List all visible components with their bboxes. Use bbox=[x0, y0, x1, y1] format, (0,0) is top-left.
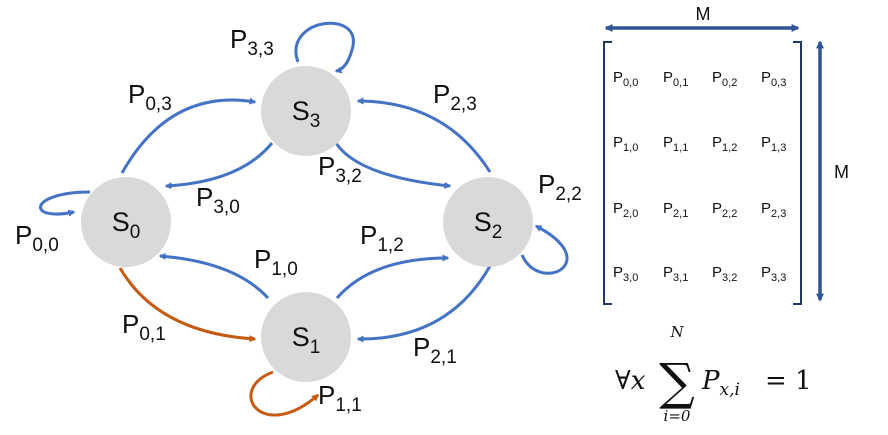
matrix-cell: P2,2 bbox=[712, 200, 737, 220]
label-p03: P0,3 bbox=[128, 79, 172, 115]
normalization-formula: ∀x N ∑ i=0 Px,i = 1 bbox=[615, 323, 812, 425]
state-label-s1: S1 bbox=[292, 322, 321, 358]
self-loop-s1 bbox=[249, 370, 320, 417]
self-loop-s0 bbox=[39, 190, 91, 217]
label-p10: P1,0 bbox=[254, 244, 298, 280]
formula-term: Px,i bbox=[701, 366, 740, 400]
formula-sigma: ∑ bbox=[659, 353, 695, 411]
state-label-s0: S0 bbox=[112, 207, 141, 243]
matrix-cell: P2,3 bbox=[761, 200, 786, 220]
formula-upper-limit: N bbox=[669, 323, 684, 341]
state-nodes: S3 S0 S2 S1 bbox=[81, 66, 533, 382]
edge-s0-to-s3 bbox=[120, 97, 257, 174]
label-p33: P3,3 bbox=[230, 24, 274, 60]
label-p00: P0,0 bbox=[15, 220, 59, 256]
matrix-left-bracket bbox=[603, 41, 612, 305]
edge-s3-to-s0 bbox=[164, 142, 274, 190]
matrix-cell: P3,1 bbox=[663, 264, 688, 284]
state-node-s3 bbox=[261, 66, 351, 156]
edge-s0-to-s1 bbox=[118, 267, 257, 343]
label-p32: P3,2 bbox=[318, 151, 362, 187]
label-p22: P2,2 bbox=[538, 169, 582, 205]
formula-lower-limit: i=0 bbox=[664, 407, 691, 425]
state-node-s0 bbox=[81, 177, 171, 267]
edge-s2-to-s3 bbox=[356, 97, 492, 173]
matrix-row-3: P3,0 P3,1 P3,2 P3,3 bbox=[613, 264, 786, 284]
matrix-cell: P3,0 bbox=[613, 264, 638, 284]
matrix-cell: P2,0 bbox=[613, 200, 638, 220]
transition-matrix: M M P0,0 P0,1 P0,2 P0,3 P1,0 P1,1 P1,2 P… bbox=[603, 4, 849, 305]
self-loop-s3 bbox=[294, 21, 355, 74]
matrix-cell: P3,3 bbox=[761, 264, 786, 284]
matrix-cell: P1,0 bbox=[613, 134, 638, 154]
width-dimension-label: M bbox=[696, 4, 711, 24]
edge-s1-to-s0 bbox=[158, 252, 270, 300]
edge-s3-to-s2 bbox=[331, 137, 452, 189]
matrix-cell: P0,2 bbox=[712, 69, 737, 89]
state-label-s3: S3 bbox=[292, 96, 321, 132]
state-label-s2: S2 bbox=[474, 207, 503, 243]
matrix-cell: P0,1 bbox=[663, 69, 688, 89]
matrix-cell: P3,2 bbox=[712, 264, 737, 284]
matrix-cell: P1,2 bbox=[712, 134, 737, 154]
state-node-s1 bbox=[261, 292, 351, 382]
label-p11: P1,1 bbox=[318, 380, 362, 416]
state-node-s2 bbox=[443, 177, 533, 267]
formula-rhs: = 1 bbox=[765, 366, 812, 396]
label-p01: P0,1 bbox=[122, 309, 166, 345]
label-p30: P3,0 bbox=[196, 182, 240, 218]
transition-edges bbox=[39, 21, 569, 417]
matrix-cell: P1,1 bbox=[663, 134, 688, 154]
matrix-cell: P0,3 bbox=[761, 69, 786, 89]
label-p21: P2,1 bbox=[413, 332, 457, 368]
edge-s2-to-s1 bbox=[356, 265, 492, 343]
label-p12: P1,2 bbox=[360, 220, 404, 256]
matrix-cell: P1,3 bbox=[761, 134, 786, 154]
matrix-right-bracket bbox=[793, 41, 802, 305]
edge-s1-to-s2 bbox=[335, 254, 450, 299]
formula-forall: ∀x bbox=[615, 366, 646, 396]
transition-labels: P3,3 P0,3 P2,3 P3,2 P3,0 P2,2 P0,0 P1,2 … bbox=[15, 24, 582, 416]
label-p23: P2,3 bbox=[433, 79, 477, 115]
matrix-cell: P2,1 bbox=[663, 200, 688, 220]
height-dimension-label: M bbox=[834, 162, 849, 182]
matrix-row-1: P1,0 P1,1 P1,2 P1,3 bbox=[613, 134, 786, 154]
self-loop-s2 bbox=[520, 224, 569, 275]
matrix-cell: P0,0 bbox=[613, 69, 638, 89]
matrix-row-2: P2,0 P2,1 P2,2 P2,3 bbox=[613, 200, 786, 220]
matrix-row-0: P0,0 P0,1 P0,2 P0,3 bbox=[613, 69, 786, 89]
